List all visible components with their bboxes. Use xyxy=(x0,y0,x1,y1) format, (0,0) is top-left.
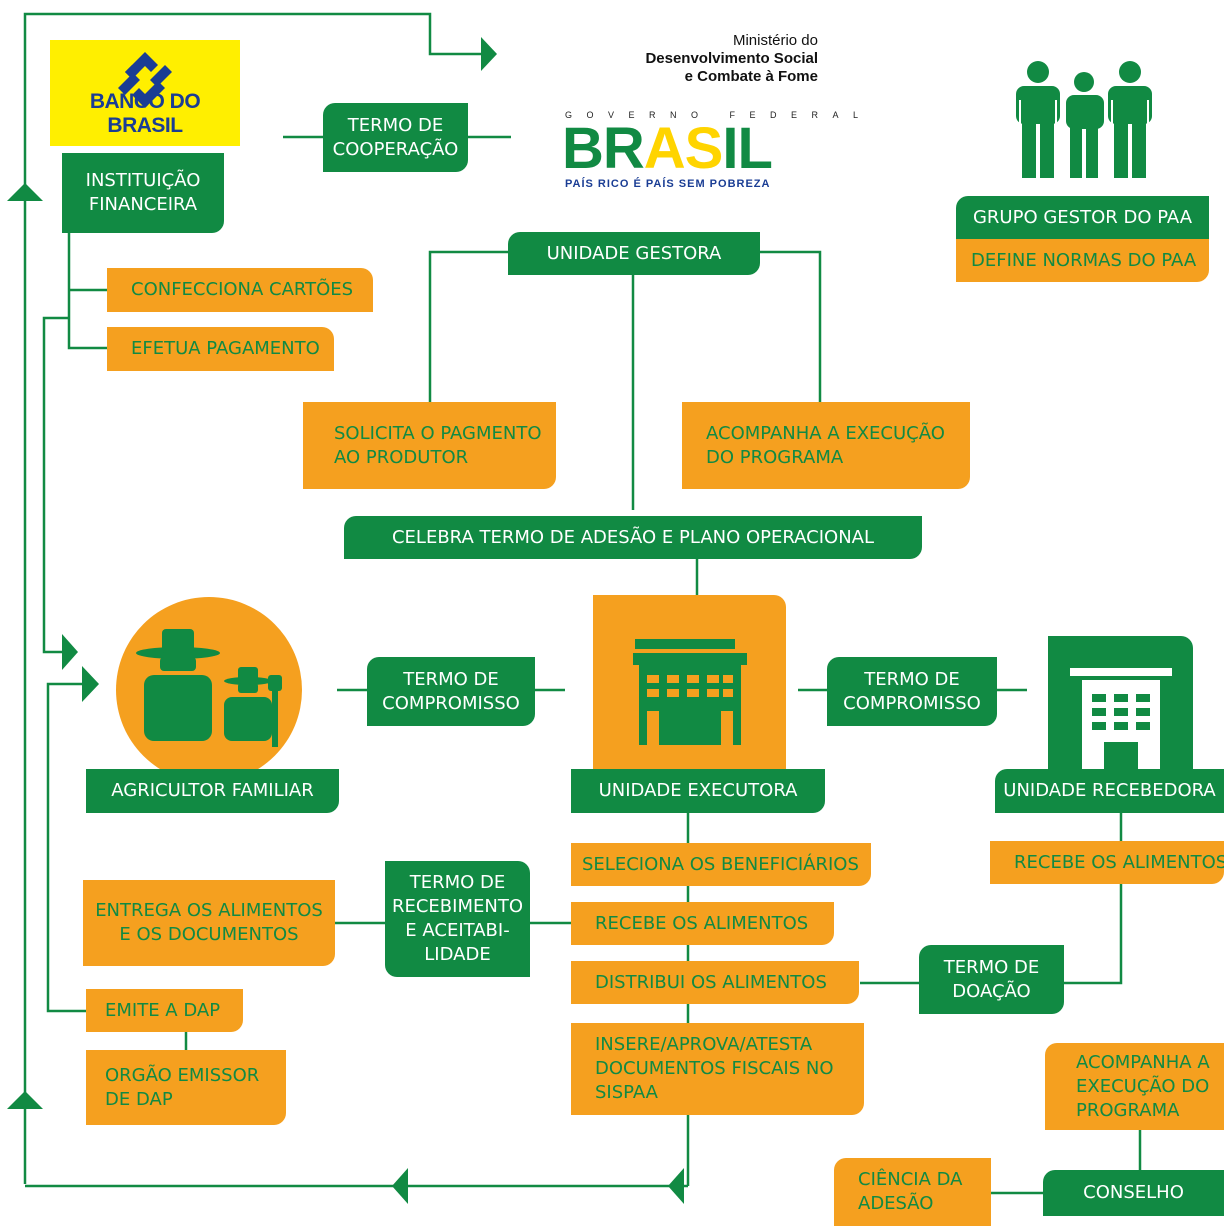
ministry-line-3: e Combate à Fome xyxy=(684,68,818,85)
arrow-right-agricultor-1 xyxy=(62,634,78,670)
arrow-right-agricultor-2 xyxy=(82,666,99,702)
arrow-right-top xyxy=(481,37,497,71)
orgao-emissor-box: ORGÃO EMISSOR DE DAP xyxy=(86,1050,286,1125)
governo-federal-label: GOVERNO FEDERAL xyxy=(565,110,873,120)
acompanha-execucao-conselho-box: ACOMPANHA A EXECUÇÃO DO PROGRAMA xyxy=(1045,1043,1224,1130)
executing-unit-panel xyxy=(593,595,786,773)
receiving-unit-building-icon xyxy=(1070,668,1172,776)
arrow-left-bottom-1 xyxy=(668,1168,684,1204)
ministry-line-1: Ministério do xyxy=(732,32,818,49)
recebe-alimentos-executora-box: RECEBE OS ALIMENTOS xyxy=(571,902,834,945)
termo-recebimento-box: TERMO DE RECEBIMENTO E ACEITABI- LIDADE xyxy=(385,861,530,977)
acompanha-execucao-gestora-box: ACOMPANHA A EXECUÇÃO DO PROGRAMA xyxy=(682,402,970,489)
distribui-alimentos-box: DISTRIBUI OS ALIMENTOS xyxy=(571,961,859,1004)
agricultor-familiar-box: AGRICULTOR FAMILIAR xyxy=(86,769,339,813)
celebra-termo-box: CELEBRA TERMO DE ADESÃO E PLANO OPERACIO… xyxy=(344,516,922,559)
arrow-up-lower xyxy=(7,1091,43,1109)
efetua-pagamento-box: EFETUA PAGAMENTO xyxy=(107,327,334,371)
unidade-recebedora-box: UNIDADE RECEBEDORA xyxy=(995,769,1224,813)
receiving-unit-panel xyxy=(1048,636,1193,776)
ministry-line-2: Desenvolvimento Social xyxy=(645,50,818,67)
arrow-up-upper xyxy=(7,183,43,201)
farmers-icon xyxy=(116,597,302,783)
solicita-pagamento-box: SOLICITA O PAGMENTO AO PRODUTOR xyxy=(303,402,556,489)
insere-aprova-box: INSERE/APROVA/ATESTA DOCUMENTOS FISCAIS … xyxy=(571,1023,864,1115)
define-normas-box: DEFINE NORMAS DO PAA xyxy=(956,239,1209,282)
entrega-alimentos-box: ENTREGA OS ALIMENTOS E OS DOCUMENTOS xyxy=(83,880,335,966)
grupo-gestor-box: GRUPO GESTOR DO PAA xyxy=(956,196,1209,240)
termo-cooperacao-box: TERMO DE COOPERAÇÃO xyxy=(323,103,468,172)
arrow-left-bottom-2 xyxy=(392,1168,408,1204)
banco-do-brasil-symbol-icon xyxy=(118,52,172,108)
group-of-people-icon xyxy=(1016,61,1152,178)
termo-compromisso-right-box: TERMO DE COMPROMISSO xyxy=(827,657,997,726)
unidade-executora-box: UNIDADE EXECUTORA xyxy=(571,769,825,813)
ministry-name: Ministério do Desenvolvimento Social e C… xyxy=(645,32,818,86)
ciencia-adesao-box: CIÊNCIA DA ADESÃO xyxy=(834,1158,991,1226)
seleciona-beneficiarios-box: SELECIONA OS BENEFICIÁRIOS xyxy=(571,843,871,886)
termo-doacao-box: TERMO DE DOAÇÃO xyxy=(919,945,1064,1014)
bank-name: BANCO DO BRASIL xyxy=(89,90,201,137)
emite-dap-box: EMITE A DAP xyxy=(86,989,243,1032)
banco-do-brasil-logo: BANCO DO BRASIL xyxy=(50,40,240,146)
termo-compromisso-left-box: TERMO DE COMPROMISSO xyxy=(367,657,535,726)
executing-unit-building-icon xyxy=(633,639,747,745)
unidade-gestora-box: UNIDADE GESTORA xyxy=(508,232,760,275)
conselho-box: CONSELHO xyxy=(1043,1170,1224,1216)
instituicao-financeira-box: INSTITUIÇÃO FINANCEIRA xyxy=(62,153,224,233)
government-slogan: PAÍS RICO É PAÍS SEM POBREZA xyxy=(565,178,771,190)
recebe-alimentos-recebedora-box: RECEBE OS ALIMENTOS xyxy=(990,841,1224,884)
brasil-wordmark: BRASIL xyxy=(562,116,773,181)
confecciona-cartoes-box: CONFECCIONA CARTÕES xyxy=(107,268,373,312)
